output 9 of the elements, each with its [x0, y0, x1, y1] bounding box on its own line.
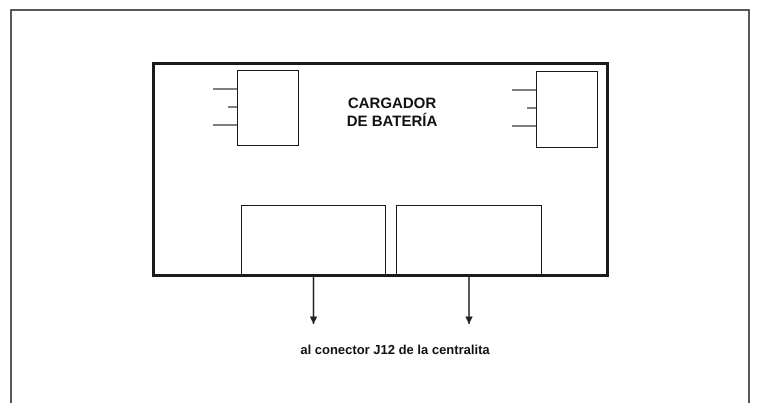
component-box [536, 71, 598, 148]
component-box [237, 70, 299, 146]
arrow [465, 276, 473, 324]
component-box [396, 205, 542, 276]
charger-box [152, 62, 609, 277]
arrow [310, 276, 318, 324]
component-box [241, 205, 386, 276]
box-title: CARGADOR DE BATERÍA [346, 95, 438, 131]
destination-label: al conector J12 de la centralita [230, 342, 560, 362]
